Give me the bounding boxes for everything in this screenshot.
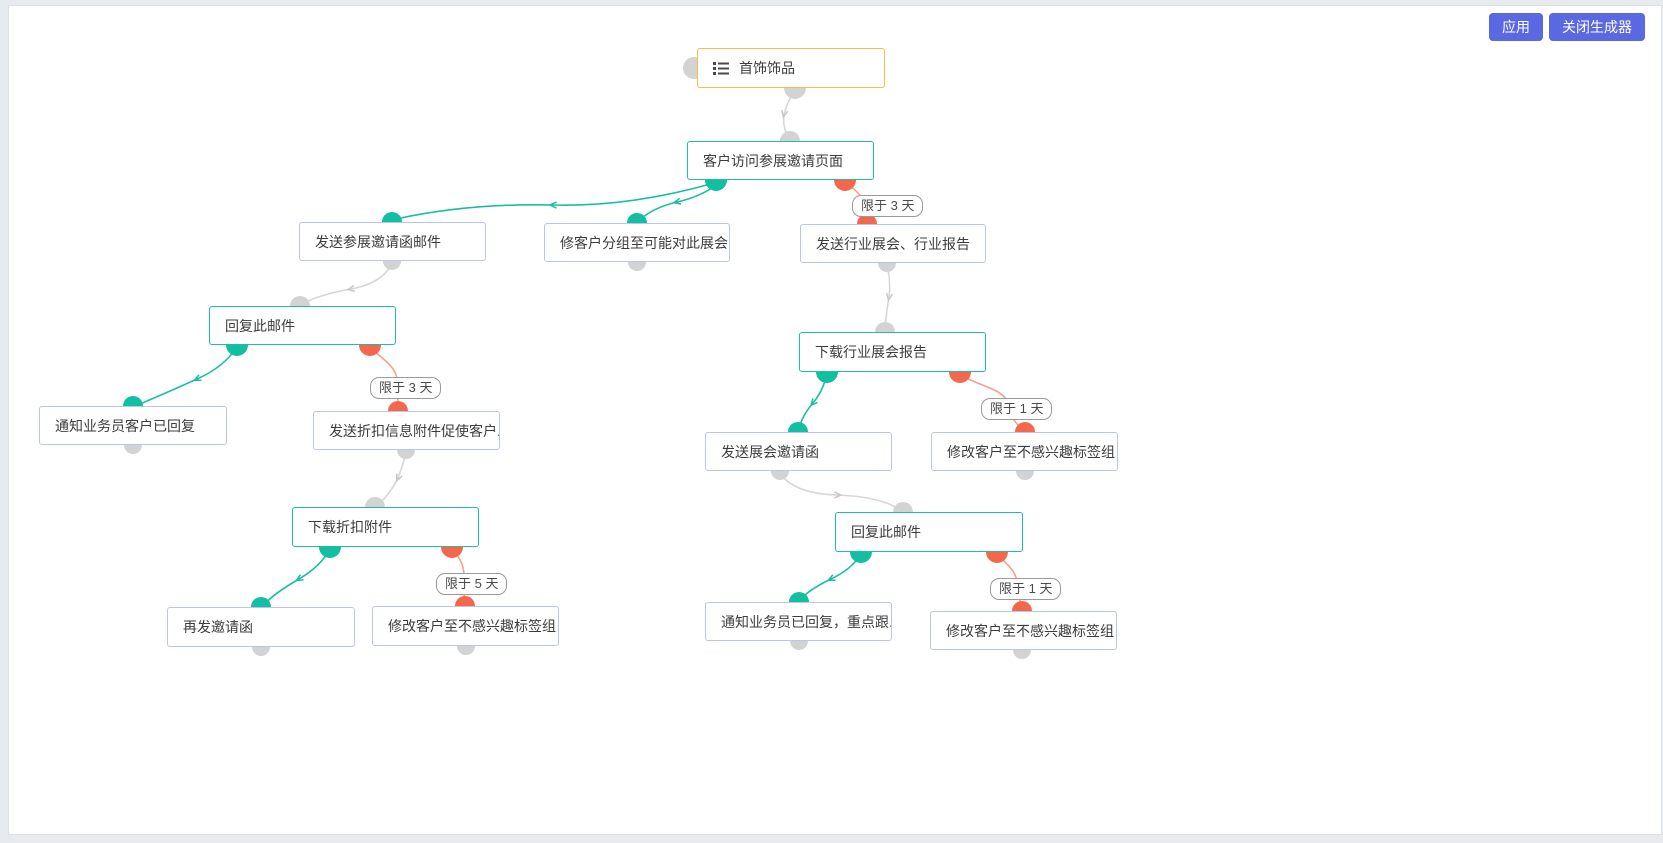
node-send-discount-attachment[interactable]: 发送折扣信息附件促使客户... — [313, 411, 500, 450]
list-icon — [713, 61, 729, 75]
timeout-label-1day[interactable]: 限于 1 天 — [981, 398, 1053, 420]
node-label: 首饰饰品 — [739, 60, 795, 76]
timeout-label-3days-2[interactable]: 限于 3 天 — [370, 377, 442, 399]
apply-button[interactable]: 应用 — [1489, 13, 1543, 41]
node-label: 回复此邮件 — [851, 524, 921, 540]
node-label: 通知业务员已回复，重点跟... — [721, 613, 892, 630]
node-send-industry-report[interactable]: 发送行业展会、行业报告 — [800, 224, 986, 263]
flow-canvas[interactable] — [8, 5, 1662, 835]
node-send-expo-invitation[interactable]: 发送展会邀请函 — [705, 432, 892, 471]
node-download-industry-report[interactable]: 下载行业展会报告 — [799, 332, 986, 372]
node-notify-salesman-follow-up[interactable]: 通知业务员已回复，重点跟... — [705, 602, 892, 641]
node-reply-mail[interactable]: 回复此邮件 — [209, 306, 396, 345]
node-retag-not-interested-3[interactable]: 修改客户至不感兴趣标签组 — [930, 611, 1117, 650]
node-visit-invite-page[interactable]: 客户访问参展邀请页面 — [687, 141, 874, 180]
node-resend-invitation[interactable]: 再发邀请函 — [167, 607, 355, 647]
toolbar: 应用 关闭生成器 — [1489, 13, 1645, 41]
node-label: 发送行业展会、行业报告 — [816, 235, 970, 252]
close-generator-button[interactable]: 关闭生成器 — [1549, 13, 1645, 41]
node-send-invite-mail[interactable]: 发送参展邀请函邮件 — [299, 222, 486, 261]
node-label: 修客户分组至可能对此展会... — [560, 234, 730, 251]
timeout-label-1day-2[interactable]: 限于 1 天 — [990, 578, 1062, 600]
node-label: 再发邀请函 — [183, 619, 253, 635]
node-label: 发送参展邀请函邮件 — [315, 233, 441, 250]
node-label: 发送展会邀请函 — [721, 443, 819, 460]
node-retag-not-interested-2[interactable]: 修改客户至不感兴趣标签组 — [931, 432, 1118, 471]
node-label: 客户访问参展邀请页面 — [703, 152, 843, 169]
node-label: 发送折扣信息附件促使客户... — [329, 422, 500, 439]
node-notify-salesman-replied[interactable]: 通知业务员客户已回复 — [39, 406, 227, 445]
node-label: 修改客户至不感兴趣标签组 — [388, 618, 556, 634]
node-label: 回复此邮件 — [225, 317, 295, 334]
node-trigger-root[interactable]: 首饰饰品 — [697, 48, 885, 88]
node-label: 修改客户至不感兴趣标签组 — [946, 622, 1114, 639]
node-label: 通知业务员客户已回复 — [55, 417, 195, 434]
node-download-discount-attachment[interactable]: 下载折扣附件 — [292, 507, 479, 547]
node-label: 下载折扣附件 — [308, 519, 392, 535]
timeout-label-5days[interactable]: 限于 5 天 — [436, 573, 508, 595]
node-label: 下载行业展会报告 — [815, 344, 927, 360]
node-regroup-customer[interactable]: 修客户分组至可能对此展会... — [544, 223, 730, 262]
timeout-label-3days[interactable]: 限于 3 天 — [852, 195, 924, 217]
node-label: 修改客户至不感兴趣标签组 — [947, 443, 1115, 460]
node-retag-not-interested[interactable]: 修改客户至不感兴趣标签组 — [372, 606, 559, 646]
node-reply-mail-2[interactable]: 回复此邮件 — [835, 512, 1023, 552]
